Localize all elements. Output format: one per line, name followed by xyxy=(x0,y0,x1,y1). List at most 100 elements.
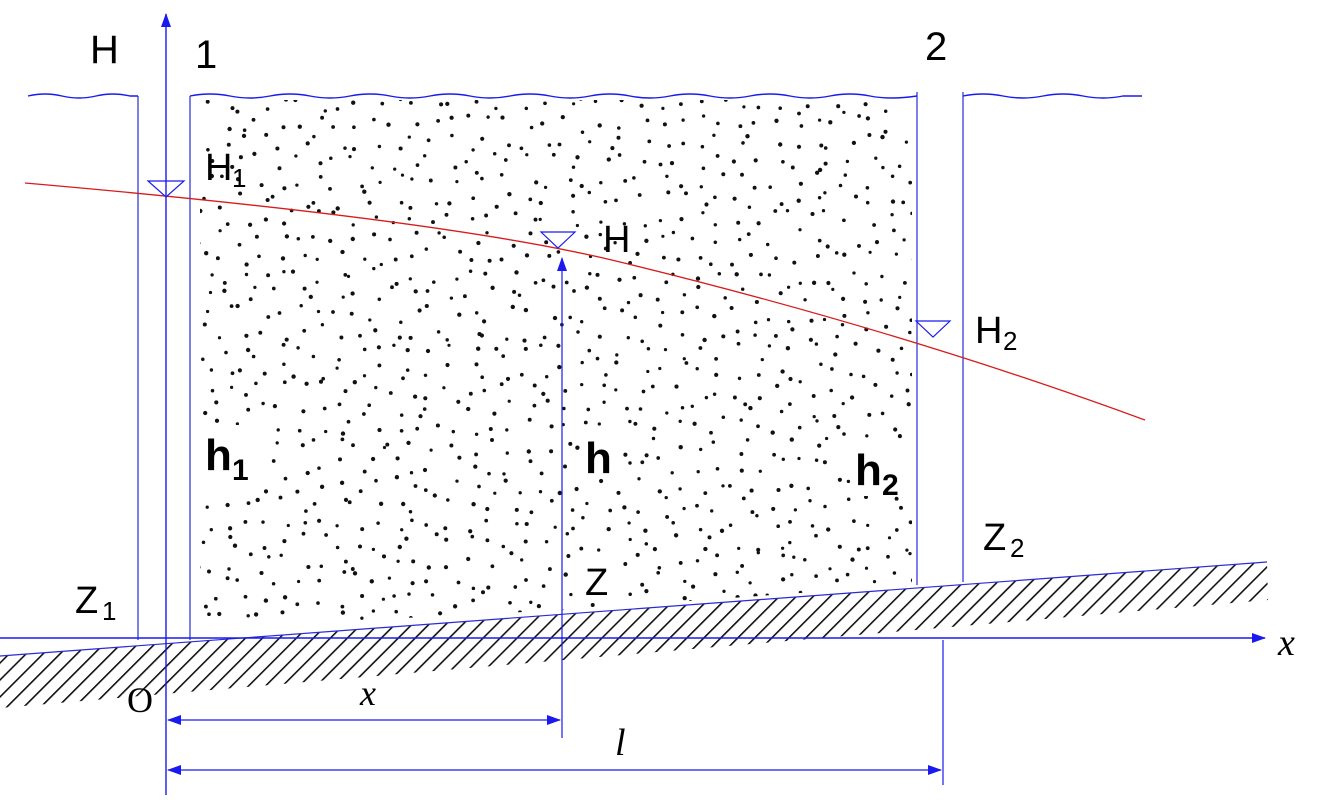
soil-dot xyxy=(651,436,656,441)
axis-h-label: H xyxy=(90,28,119,72)
soil-dot xyxy=(227,526,233,531)
soil-dot xyxy=(238,191,243,196)
soil-dot xyxy=(707,535,712,540)
soil-dot xyxy=(399,200,404,205)
soil-dot xyxy=(588,272,592,276)
soil-dot xyxy=(514,270,519,275)
soil-dot xyxy=(833,352,838,357)
soil-dot xyxy=(771,506,776,511)
soil-dot xyxy=(282,595,288,600)
soil-dot xyxy=(543,185,548,190)
soil-dot xyxy=(583,420,588,425)
soil-dot xyxy=(797,111,801,116)
soil-dot xyxy=(279,553,283,558)
soil-dot xyxy=(796,198,801,203)
soil-dot xyxy=(450,133,454,138)
soil-dot xyxy=(571,193,576,198)
soil-dot xyxy=(735,329,740,334)
soil-dot xyxy=(599,478,604,484)
soil-dot xyxy=(509,551,514,556)
soil-dot xyxy=(371,547,376,552)
soil-dot xyxy=(768,185,772,189)
soil-dot xyxy=(318,161,323,166)
soil-dot xyxy=(340,437,345,442)
soil-dot xyxy=(415,122,420,127)
origin-label: O xyxy=(127,680,153,720)
soil-dot xyxy=(635,552,640,557)
soil-dot xyxy=(834,251,839,255)
soil-dot xyxy=(894,496,899,501)
soil-dot xyxy=(225,576,230,581)
porous-soil xyxy=(200,100,912,628)
soil-dot xyxy=(346,419,351,424)
soil-dot xyxy=(282,539,287,544)
soil-dot xyxy=(778,291,783,296)
soil-dot xyxy=(682,357,686,361)
soil-dot xyxy=(501,544,506,549)
soil-dot xyxy=(222,288,227,293)
x-axis-label: x xyxy=(1277,622,1295,664)
soil-dot xyxy=(512,289,517,294)
soil-dot xyxy=(303,253,307,258)
soil-dot xyxy=(505,337,509,341)
soil-dot xyxy=(823,146,828,150)
soil-dot xyxy=(658,218,663,223)
soil-dot xyxy=(252,151,257,157)
soil-dot xyxy=(661,234,665,238)
soil-dot xyxy=(308,294,313,300)
soil-dot xyxy=(586,407,591,412)
soil-dot xyxy=(242,128,247,132)
soil-dot xyxy=(835,578,839,583)
soil-dot xyxy=(481,319,487,324)
soil-dot xyxy=(270,194,275,199)
soil-dot xyxy=(571,165,576,169)
soil-dot xyxy=(644,238,649,243)
soil-dot xyxy=(446,498,450,502)
soil-dot xyxy=(408,335,413,340)
soil-dot xyxy=(297,428,302,433)
soil-dot xyxy=(696,470,700,474)
soil-dot xyxy=(663,347,668,352)
soil-dot xyxy=(458,249,463,254)
soil-dot xyxy=(492,151,497,156)
soil-dot xyxy=(715,153,720,158)
soil-dot xyxy=(392,594,396,598)
soil-dot xyxy=(271,286,276,291)
soil-dot xyxy=(642,159,647,164)
soil-dot xyxy=(819,362,823,366)
soil-dot xyxy=(381,554,387,559)
soil-dot xyxy=(263,217,269,222)
soil-dot xyxy=(410,177,414,181)
soil-dot xyxy=(866,523,870,528)
soil-dot xyxy=(348,154,352,159)
soil-dot xyxy=(513,211,518,216)
soil-dot xyxy=(271,459,276,463)
soil-dot xyxy=(747,205,752,209)
soil-dot xyxy=(619,100,624,103)
soil-dot xyxy=(562,406,566,411)
soil-dot xyxy=(883,109,888,113)
soil-dot xyxy=(684,191,688,196)
soil-dot xyxy=(494,204,499,209)
soil-dot xyxy=(739,418,743,422)
soil-dot xyxy=(680,310,685,315)
soil-dot xyxy=(295,602,300,607)
soil-dot xyxy=(443,565,449,570)
soil-dot xyxy=(623,562,628,566)
soil-dot xyxy=(698,527,703,532)
soil-dot xyxy=(644,542,649,546)
soil-dot xyxy=(690,236,695,241)
soil-dot xyxy=(667,144,671,148)
soil-dot xyxy=(625,406,629,411)
soil-dot xyxy=(457,312,462,317)
soil-dot xyxy=(678,102,683,107)
soil-dot xyxy=(788,540,792,545)
section-2-label: 2 xyxy=(925,25,947,69)
soil-dot xyxy=(456,399,461,404)
soil-dot xyxy=(817,238,822,243)
soil-dot xyxy=(474,452,479,457)
soil-dot xyxy=(708,262,713,267)
soil-dot xyxy=(449,443,454,448)
soil-dot xyxy=(556,250,561,254)
soil-dot xyxy=(394,475,400,480)
